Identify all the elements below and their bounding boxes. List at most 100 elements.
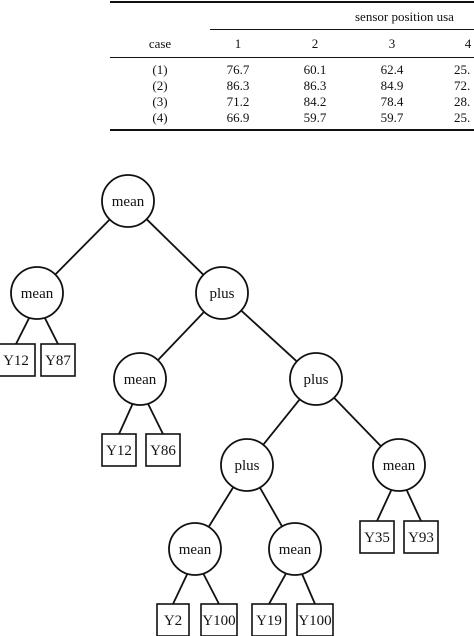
- tree-edge: [145, 218, 205, 276]
- node-label: Y100: [202, 613, 235, 629]
- node-circle: [10, 266, 64, 320]
- node-label: Y86: [150, 443, 176, 459]
- table-cell: 86.3: [226, 78, 250, 93]
- tree-edge: [259, 487, 283, 527]
- operator-node: mean: [10, 266, 64, 320]
- tree-edge: [147, 403, 164, 435]
- variable-leaf: Y100: [296, 603, 334, 636]
- node-label: mean: [112, 194, 145, 210]
- node-circle: [113, 352, 167, 406]
- table-cell: 66.9: [226, 110, 250, 125]
- variable-leaf: Y86: [145, 433, 181, 467]
- table-cell: 71.2: [226, 94, 250, 109]
- case-label: (1): [152, 62, 168, 77]
- table-cell: 25.: [454, 110, 471, 125]
- tree-edge: [118, 403, 134, 435]
- table-cell: 62.4: [380, 62, 404, 77]
- tree-edge: [43, 317, 59, 345]
- tree-edge: [15, 317, 31, 345]
- leaf-box: [403, 520, 439, 554]
- variable-leaf: Y12: [101, 433, 137, 467]
- case-label: (3): [152, 94, 168, 109]
- node-label: mean: [383, 458, 416, 474]
- leaf-box: [145, 433, 181, 467]
- node-circle: [195, 266, 249, 320]
- tree-edge: [333, 397, 382, 447]
- operator-node: plus: [289, 352, 343, 406]
- table-cell: 84.2: [303, 94, 327, 109]
- leaf-box: [359, 520, 395, 554]
- leaf-box: [0, 343, 36, 377]
- node-label: Y100: [298, 613, 331, 629]
- table-cell: 78.4: [380, 94, 404, 109]
- node-circle: [268, 522, 322, 576]
- table-cell: 25.: [454, 62, 471, 77]
- operator-node: mean: [372, 438, 426, 492]
- column-header-1: 1: [234, 36, 242, 51]
- table-cell: 86.3: [303, 78, 327, 93]
- tree-edge: [157, 311, 205, 361]
- tree-edges: [15, 218, 422, 605]
- table-top-rule: [110, 1, 474, 3]
- table-cell: 28.: [454, 94, 471, 109]
- operator-node: mean: [113, 352, 167, 406]
- case-label: (2): [152, 78, 168, 93]
- table-cell: 76.7: [226, 62, 250, 77]
- tree-edge: [405, 489, 422, 522]
- node-label: Y12: [106, 443, 132, 459]
- operator-node: mean: [168, 522, 222, 576]
- leaf-box: [40, 343, 76, 377]
- tree-edge: [207, 486, 235, 528]
- operator-node: plus: [195, 266, 249, 320]
- variable-leaf: Y12: [0, 343, 36, 377]
- tree-edge: [301, 573, 316, 605]
- node-label: Y87: [45, 353, 71, 369]
- operator-node: plus: [220, 438, 274, 492]
- leaf-box: [296, 603, 334, 636]
- node-circle: [168, 522, 222, 576]
- case-label: (4): [152, 110, 168, 125]
- node-label: Y19: [256, 613, 282, 629]
- tree-edge: [262, 398, 301, 446]
- tree-edge: [172, 573, 189, 605]
- results-table: sensor position usa case 1 2 3 4 (1) 76.…: [0, 0, 474, 140]
- variable-leaf: Y19: [251, 603, 287, 636]
- leaf-box: [200, 603, 238, 636]
- node-label: Y35: [364, 530, 390, 546]
- node-label: plus: [303, 372, 328, 388]
- node-label: Y93: [408, 530, 434, 546]
- variable-leaf: Y35: [359, 520, 395, 554]
- node-circle: [220, 438, 274, 492]
- tree-edge: [376, 489, 393, 522]
- node-circle: [101, 174, 155, 228]
- node-label: mean: [124, 372, 157, 388]
- spanner-rule: [210, 29, 474, 30]
- node-circle: [372, 438, 426, 492]
- node-label: plus: [209, 286, 234, 302]
- column-spanner: sensor position usa: [355, 9, 454, 24]
- header-rule: [110, 57, 474, 58]
- variable-leaf: Y93: [403, 520, 439, 554]
- leaf-box: [251, 603, 287, 636]
- tree-edge: [240, 309, 298, 363]
- tree-edge: [54, 218, 111, 276]
- tree-edge: [268, 572, 287, 605]
- node-label: mean: [21, 286, 54, 302]
- column-header-3: 3: [388, 36, 396, 51]
- table-bottom-rule: [110, 129, 474, 131]
- leaf-box: [101, 433, 137, 467]
- column-header-2: 2: [311, 36, 319, 51]
- row-header: case: [148, 36, 172, 51]
- tree-edge: [202, 573, 220, 605]
- table-cell: 60.1: [303, 62, 327, 77]
- node-circle: [289, 352, 343, 406]
- table-cell: 59.7: [380, 110, 404, 125]
- table-cell: 84.9: [380, 78, 404, 93]
- table-cell: 59.7: [303, 110, 327, 125]
- node-label: plus: [234, 458, 259, 474]
- column-header-4: 4: [464, 36, 472, 51]
- variable-leaf: Y87: [40, 343, 76, 377]
- operator-node: mean: [268, 522, 322, 576]
